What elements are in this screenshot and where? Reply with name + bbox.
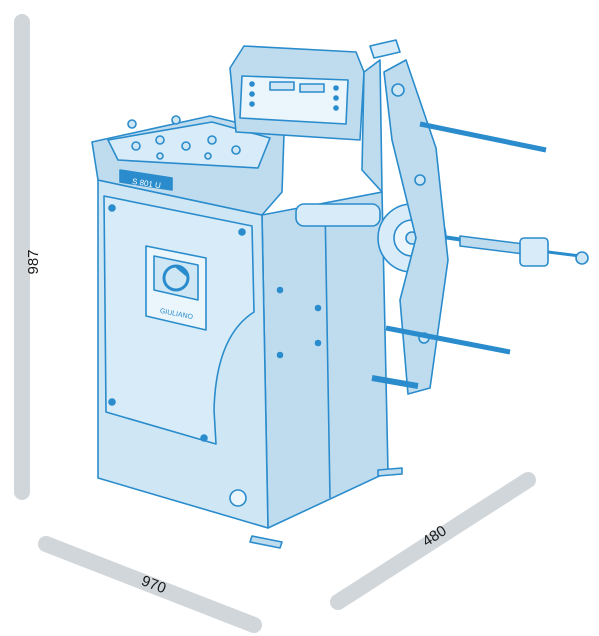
storage-pin-bottom <box>371 375 419 389</box>
brand-logo: GIULIANO <box>145 245 207 331</box>
base-foot <box>249 535 283 549</box>
width-dimension: 480 <box>330 472 536 610</box>
main-shaft-housing <box>295 203 381 227</box>
machine: GIULIANO S 801 U <box>91 39 589 549</box>
depth-dimension: 970 <box>38 536 262 633</box>
storage-pin-lower <box>385 325 511 355</box>
swing-arm <box>383 59 449 395</box>
storage-pin-upper <box>419 121 547 153</box>
depth-dimension-bar <box>38 536 262 633</box>
height-dimension-label: 987 <box>25 249 42 274</box>
model-label-plate <box>119 169 173 191</box>
height-dimension: 987 <box>14 14 42 500</box>
quick-nut <box>519 237 549 267</box>
width-dimension-bar <box>330 472 536 610</box>
access-port <box>229 489 247 507</box>
